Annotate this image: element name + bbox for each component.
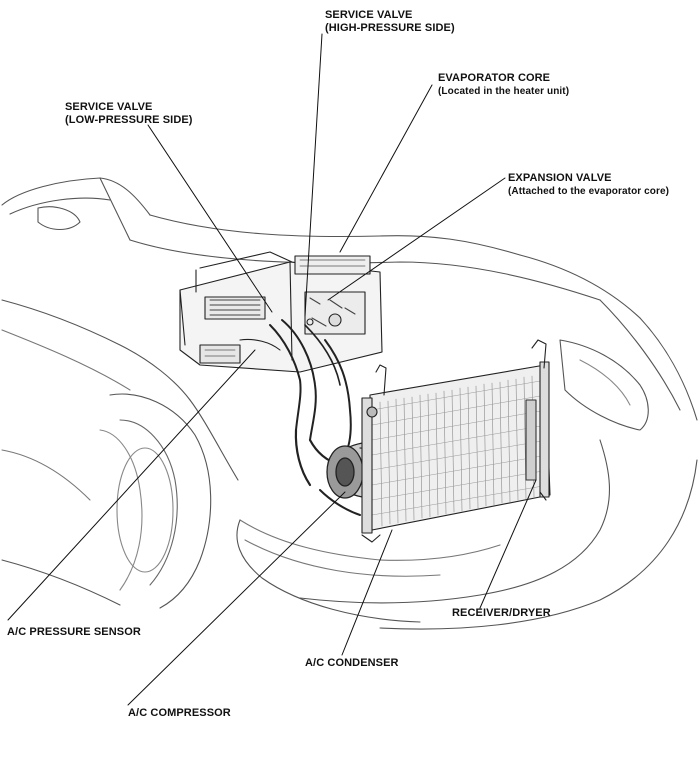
leader-service-valve-high (304, 33, 323, 317)
label-evaporator-core: EVAPORATOR CORE (Located in the heater u… (438, 72, 569, 98)
leader-ac-pressure-sensor (7, 349, 256, 621)
leader-receiver-dryer (479, 479, 537, 609)
label-line: EVAPORATOR CORE (438, 72, 551, 84)
label-line: (Attached to the evaporator core) (508, 186, 670, 197)
label-service-valve-high: SERVICE VALVE (HIGH-PRESSURE SIDE) (325, 9, 455, 35)
label-line: SERVICE VALVE (65, 101, 153, 113)
label-line: SERVICE VALVE (325, 9, 413, 21)
label-service-valve-low: SERVICE VALVE (LOW-PRESSURE SIDE) (65, 101, 193, 127)
leader-ac-compressor (127, 491, 346, 706)
leader-lines (7, 33, 537, 706)
label-ac-compressor: A/C COMPRESSOR (128, 707, 231, 719)
label-ac-condenser: A/C CONDENSER (305, 657, 399, 669)
leader-ac-condenser (341, 529, 393, 656)
leader-expansion-valve (327, 177, 506, 301)
label-line: EXPANSION VALVE (508, 172, 612, 184)
label-receiver-dryer: RECEIVER/DRYER (452, 607, 551, 619)
label-expansion-valve: EXPANSION VALVE (Attached to the evapora… (508, 172, 669, 198)
heater-unit (179, 251, 383, 441)
label-line: (Located in the heater unit) (438, 86, 570, 97)
leader-evaporator-core (339, 84, 433, 253)
condenser (361, 339, 551, 543)
label-ac-pressure-sensor: A/C PRESSURE SENSOR (7, 626, 141, 638)
label-line: (HIGH-PRESSURE SIDE) (325, 22, 455, 34)
label-line: (LOW-PRESSURE SIDE) (65, 114, 193, 126)
leader-service-valve-low (147, 124, 273, 313)
